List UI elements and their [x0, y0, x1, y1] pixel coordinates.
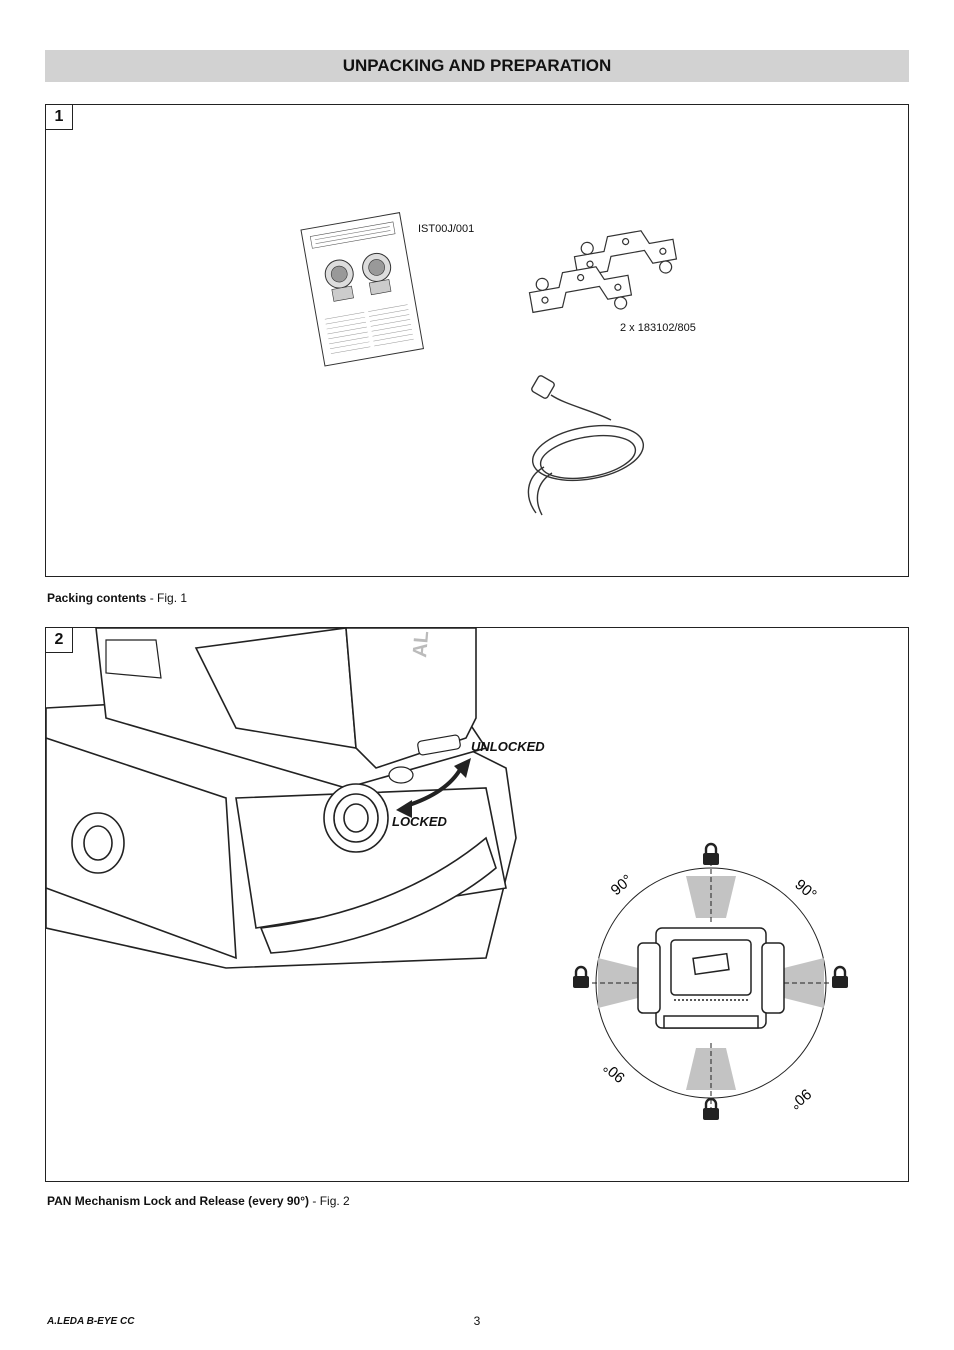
angle-label-top-left: 90° [608, 871, 636, 899]
locked-label: LOCKED [392, 814, 447, 829]
pan-lock-illustration: AL [46, 628, 848, 1120]
figure-1-number: 1 [46, 105, 73, 130]
unlocked-label: UNLOCKED [471, 739, 545, 754]
bracket-code-label: 2 x 183102/805 [620, 322, 696, 334]
figure-2-caption-title: PAN Mechanism Lock and Release (every 90… [47, 1194, 310, 1208]
angle-label-top-right: 90° [791, 876, 819, 904]
figure-1-caption: Packing contents - Fig. 1 [47, 591, 187, 605]
rotation-stop-diagram: 90° 90° 90° 90° [573, 842, 848, 1120]
manual-booklet-image [300, 212, 425, 367]
angle-label-bottom-left: 90° [600, 1058, 628, 1086]
figure-2-caption-ref: - Fig. 2 [309, 1194, 350, 1208]
power-cable-image [527, 375, 645, 516]
figure-2-panel: 2 AL [45, 627, 909, 1182]
figure-1-caption-title: Packing contents [47, 591, 147, 605]
padlock-icon [832, 965, 848, 988]
section-header: UNPACKING AND PREPARATION [45, 50, 909, 82]
figure-1-panel: 1 [45, 104, 909, 577]
lock-direction-arrow [396, 758, 471, 818]
figure-1-caption-ref: - Fig. 1 [146, 591, 188, 605]
footer-product-name: A.LEDA B-EYE CC [47, 1316, 135, 1327]
figure-2-caption: PAN Mechanism Lock and Release (every 90… [47, 1194, 350, 1208]
angle-label-bottom-right: 90° [786, 1085, 814, 1113]
padlock-icon [573, 965, 589, 988]
padlock-icon [703, 1097, 719, 1120]
packing-contents-illustration [300, 212, 678, 516]
section-title: UNPACKING AND PREPARATION [342, 56, 612, 75]
padlock-icon [703, 842, 719, 865]
page-number: 3 [473, 1314, 481, 1328]
mounting-brackets-image [528, 230, 678, 314]
manual-code-label: IST00J/001 [418, 223, 475, 235]
figure-2-number: 2 [46, 628, 73, 653]
brand-lettering: AL [409, 630, 433, 658]
